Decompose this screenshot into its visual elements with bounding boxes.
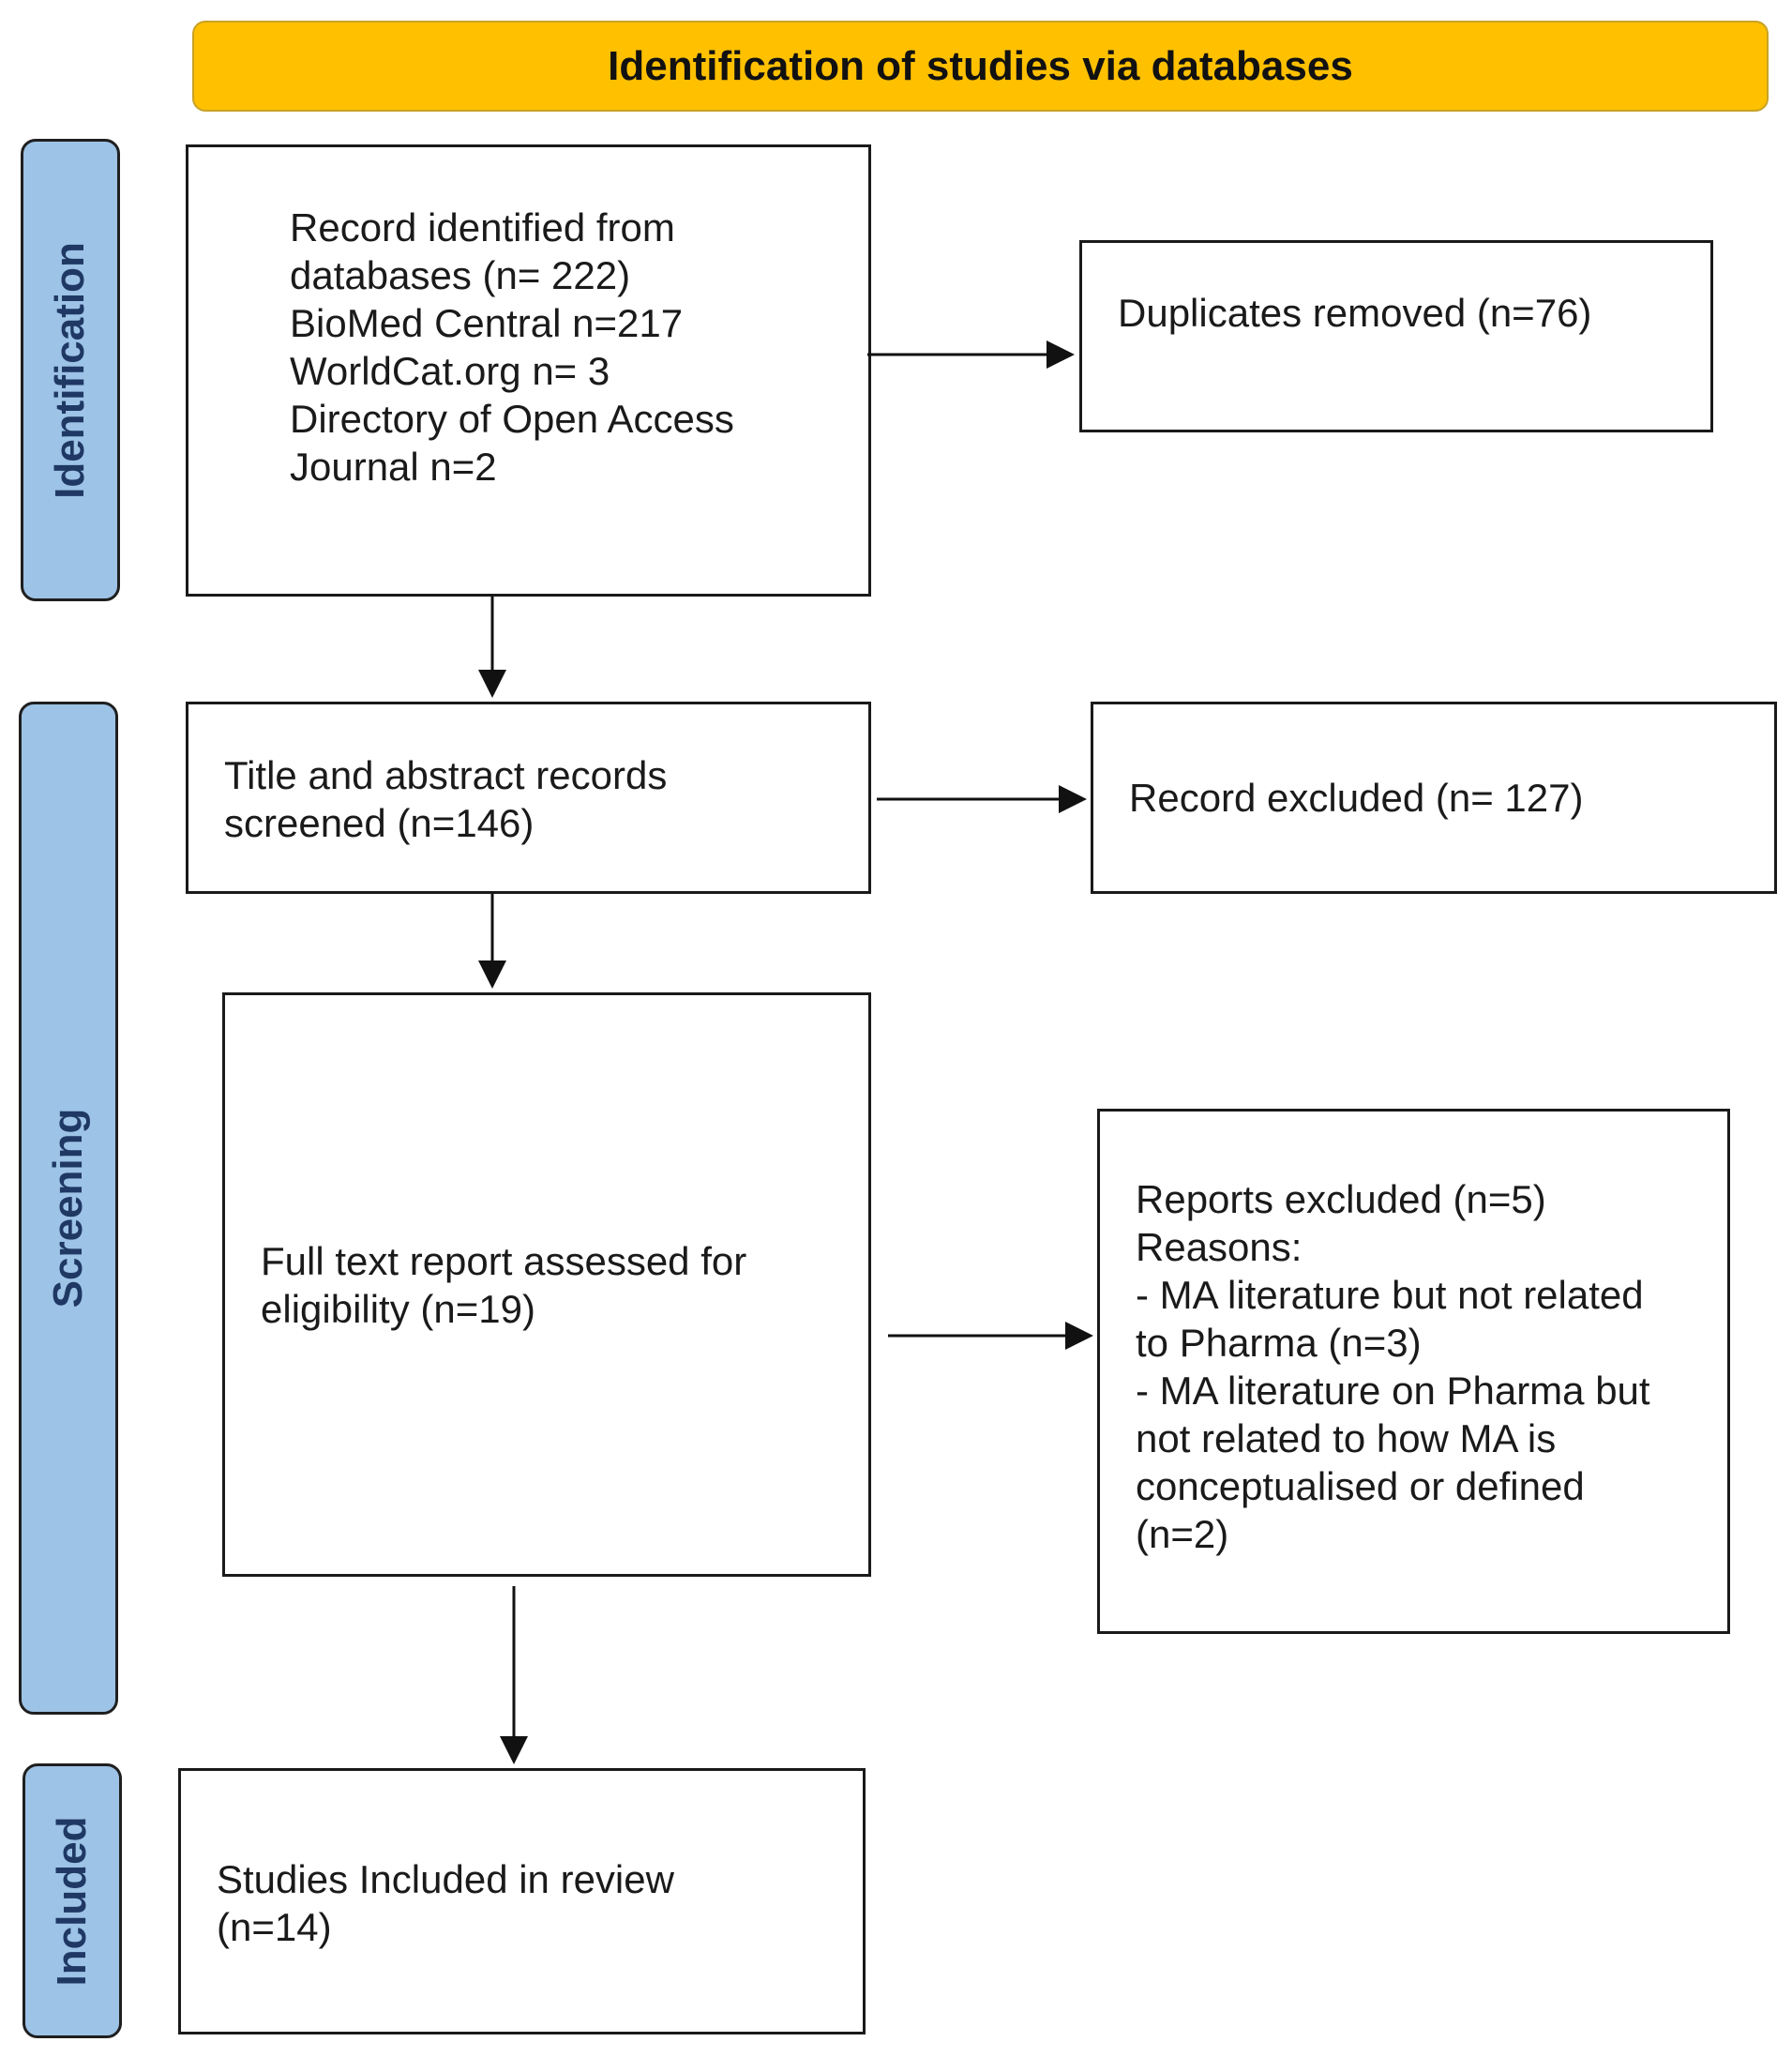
phase-screening: Screening: [19, 702, 118, 1715]
text-line: WorldCat.org n= 3: [290, 349, 610, 393]
box-title-abstract-screened: Title and abstract records screened (n=1…: [186, 702, 871, 894]
text-line: to Pharma (n=3): [1136, 1321, 1422, 1365]
text-line: Title and abstract records: [224, 753, 668, 797]
box-records-identified: Record identified from databases (n= 222…: [186, 144, 871, 597]
text-line: Journal n=2: [290, 445, 497, 489]
text-line: Reasons:: [1136, 1225, 1303, 1269]
text-line: Record excluded (n= 127): [1129, 776, 1584, 820]
header-title: Identification of studies via databases: [608, 42, 1353, 89]
box-reports-excluded: Reports excluded (n=5) Reasons: - MA lit…: [1097, 1109, 1730, 1634]
text-line: Studies Included in review: [217, 1857, 674, 1901]
text-line: (n=2): [1136, 1512, 1229, 1556]
box-full-text-assessed: Full text report assessed for eligibilit…: [222, 992, 871, 1577]
text-line: (n=14): [217, 1905, 332, 1949]
header-banner: Identification of studies via databases: [192, 21, 1769, 112]
text-line: - MA literature but not related: [1136, 1273, 1644, 1317]
text-line: BioMed Central n=217: [290, 301, 684, 345]
phase-included: Included: [23, 1763, 122, 2038]
text-line: screened (n=146): [224, 801, 535, 845]
text-line: Full text report assessed for: [261, 1239, 747, 1283]
text-line: databases (n= 222): [290, 253, 631, 297]
text-line: eligibility (n=19): [261, 1287, 535, 1331]
text-line: conceptualised or defined: [1136, 1464, 1585, 1508]
text-line: not related to how MA is: [1136, 1416, 1557, 1460]
phase-identification: Identification: [21, 139, 120, 601]
text-line: Duplicates removed (n=76): [1118, 291, 1592, 335]
text-line: - MA literature on Pharma but: [1136, 1369, 1650, 1413]
text-line: Record identified from: [290, 205, 675, 250]
text-line: Directory of Open Access: [290, 397, 734, 441]
box-duplicates-removed: Duplicates removed (n=76): [1079, 240, 1713, 432]
box-records-excluded: Record excluded (n= 127): [1091, 702, 1777, 894]
text-line: Reports excluded (n=5): [1136, 1177, 1546, 1221]
box-studies-included: Studies Included in review (n=14): [178, 1768, 866, 2034]
